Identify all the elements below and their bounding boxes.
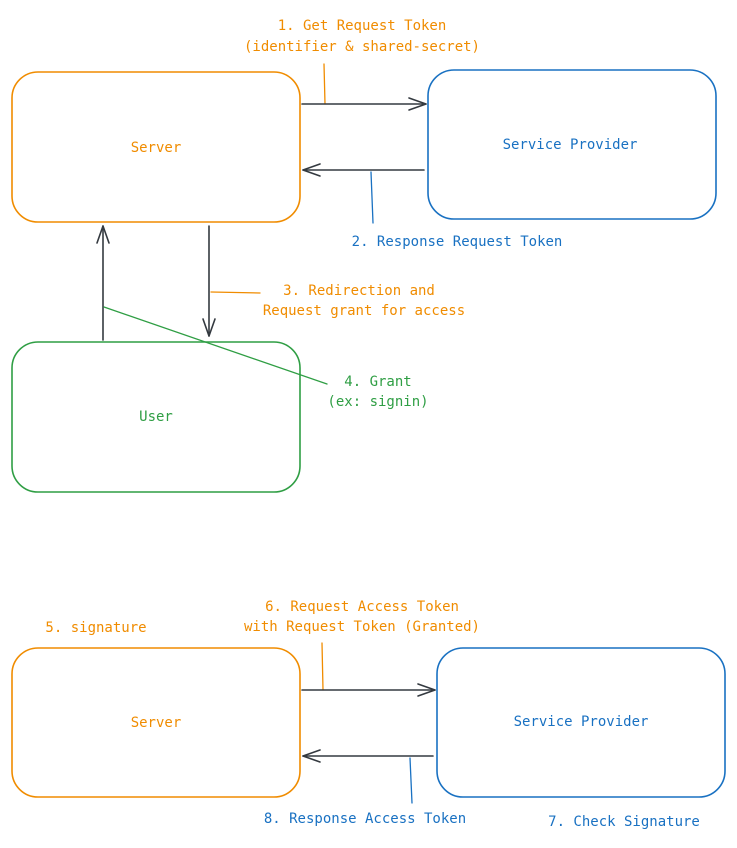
step6-label-line1: 6. Request Access Token xyxy=(265,599,459,615)
step4-label-line1: 4. Grant xyxy=(344,374,411,390)
step3-label-line1: 3. Redirection and xyxy=(283,283,435,299)
step1-annotation: 1. Get Request Token (identifier & share… xyxy=(244,18,480,105)
step7-label: 7. Check Signature xyxy=(548,814,700,830)
step6-annotation: 6. Request Access Token with Request Tok… xyxy=(244,599,480,691)
step1-label-line2: (identifier & shared-secret) xyxy=(244,39,480,55)
step4-label-line2: (ex: signin) xyxy=(327,394,428,410)
step1-label-line1: 1. Get Request Token xyxy=(278,18,447,34)
step6-label-line2: with Request Token (Granted) xyxy=(244,619,480,635)
step3-annotation: 3. Redirection and Request grant for acc… xyxy=(210,283,465,319)
step3-label-line2: Request grant for access xyxy=(263,303,465,319)
server-label: Server xyxy=(131,140,182,156)
arrow-server-to-provider xyxy=(301,97,427,111)
arrow-provider-to-server xyxy=(302,163,425,177)
step2-annotation: 2. Response Request Token xyxy=(352,171,563,250)
step8-label: 8. Response Access Token xyxy=(264,811,466,827)
server-node: Server xyxy=(11,71,301,223)
server-label-2: Server xyxy=(131,715,182,731)
service-provider-node-2: Service Provider xyxy=(436,647,726,798)
step5-label: 5. signature xyxy=(45,620,146,636)
arrow-user-to-server xyxy=(96,225,110,341)
step8-annotation: 8. Response Access Token xyxy=(264,757,466,827)
step2-label: 2. Response Request Token xyxy=(352,234,563,250)
arrow-server-to-user xyxy=(202,225,216,337)
service-provider-node: Service Provider xyxy=(427,69,717,220)
service-provider-label: Service Provider xyxy=(503,137,638,153)
arrow-server-to-provider-2 xyxy=(301,683,436,697)
user-node: User xyxy=(11,341,301,493)
arrow-provider-to-server-2 xyxy=(302,749,434,763)
server-node-2: Server xyxy=(11,647,301,798)
service-provider-label-2: Service Provider xyxy=(514,714,649,730)
step4-annotation: 4. Grant (ex: signin) xyxy=(103,306,429,410)
user-label: User xyxy=(139,409,173,425)
